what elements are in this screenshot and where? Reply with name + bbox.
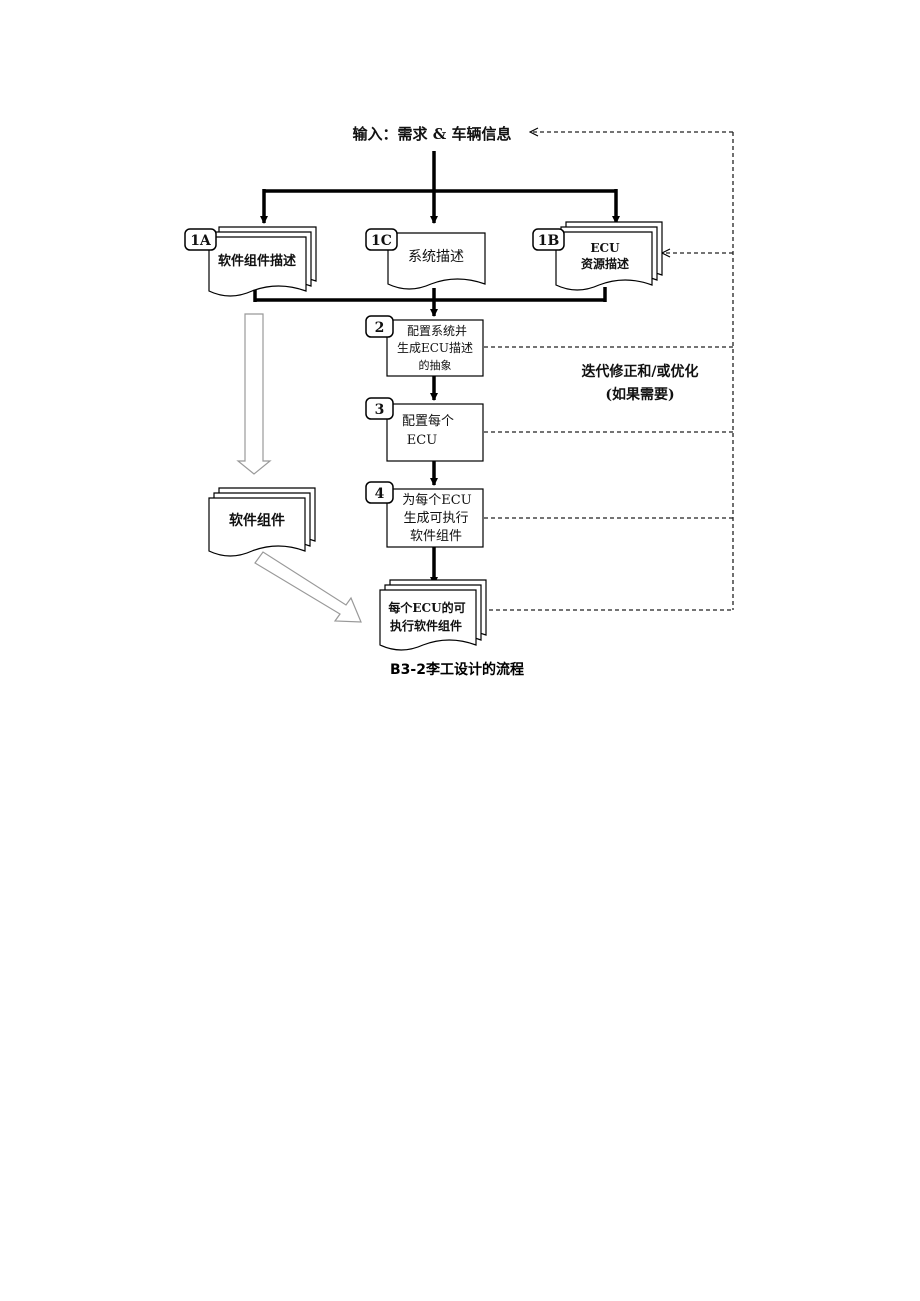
step-4-badge: 4 (365, 481, 394, 504)
step-3-badge: 3 (365, 397, 394, 420)
output-document-stack: 每个ECU的可 执行软件组件 (379, 579, 487, 651)
step-2-box: 配置系统并 生成ECU描述 的抽象 (386, 319, 484, 377)
iteration-label-line1: 迭代修正和/或优化 (581, 363, 698, 380)
hollow-arrow-diagonal (254, 551, 362, 623)
step-4-line3: 软件组件 (410, 529, 462, 544)
node-1b-label-line2: 资源描述 (581, 256, 629, 271)
node-1c-badge: 1C (365, 228, 398, 251)
step-3-line1: 配置每个 (402, 413, 454, 429)
hollow-arrow-down (236, 313, 272, 475)
svg-text:1C: 1C (371, 233, 392, 249)
svg-text:3: 3 (375, 402, 385, 418)
step-3-box: 配置每个 ECU (386, 403, 484, 462)
node-1a-document-stack: 软件组件描述 (208, 226, 317, 297)
software-components-document-stack: 软件组件 (208, 487, 316, 557)
step-3-line2: ECU (407, 433, 437, 448)
svg-text:2: 2 (375, 320, 385, 336)
node-1a-label: 软件组件描述 (218, 253, 296, 269)
iteration-dashed-lines (482, 132, 734, 611)
svg-text:1B: 1B (538, 233, 560, 249)
svg-text:4: 4 (375, 486, 385, 502)
output-label-line2: 执行软件组件 (390, 618, 462, 633)
node-1b-badge: 1B (532, 228, 565, 251)
node-1a-badge: 1A (184, 228, 217, 251)
solid-flow-lines (253, 151, 620, 585)
step-4-box: 为每个ECU 生成可执行 软件组件 (386, 488, 484, 548)
step-4-line1: 为每个ECU (402, 492, 471, 508)
step-4-line2: 生成可执行 (403, 511, 468, 526)
node-1b-document-stack: ECU 资源描述 (555, 221, 663, 291)
step-2-line1: 配置系统并 (407, 324, 467, 338)
output-label-line1: 每个ECU的可 (388, 600, 465, 615)
node-1c-document: 系统描述 (387, 232, 486, 290)
software-components-label: 软件组件 (229, 512, 285, 529)
node-1b-label-line1: ECU (590, 241, 620, 255)
svg-text:1A: 1A (190, 233, 212, 249)
step-2-line2: 生成ECU描述 (397, 341, 473, 355)
iteration-label-line2: (如果需要) (605, 386, 674, 403)
step-2-line3: 的抽象 (419, 358, 452, 372)
figure-caption: B3-2李工设计的流程 (390, 661, 524, 678)
input-label: 输入：需求 & 车辆信息 (353, 125, 512, 143)
step-2-badge: 2 (365, 315, 394, 338)
node-1c-label: 系统描述 (408, 249, 464, 265)
